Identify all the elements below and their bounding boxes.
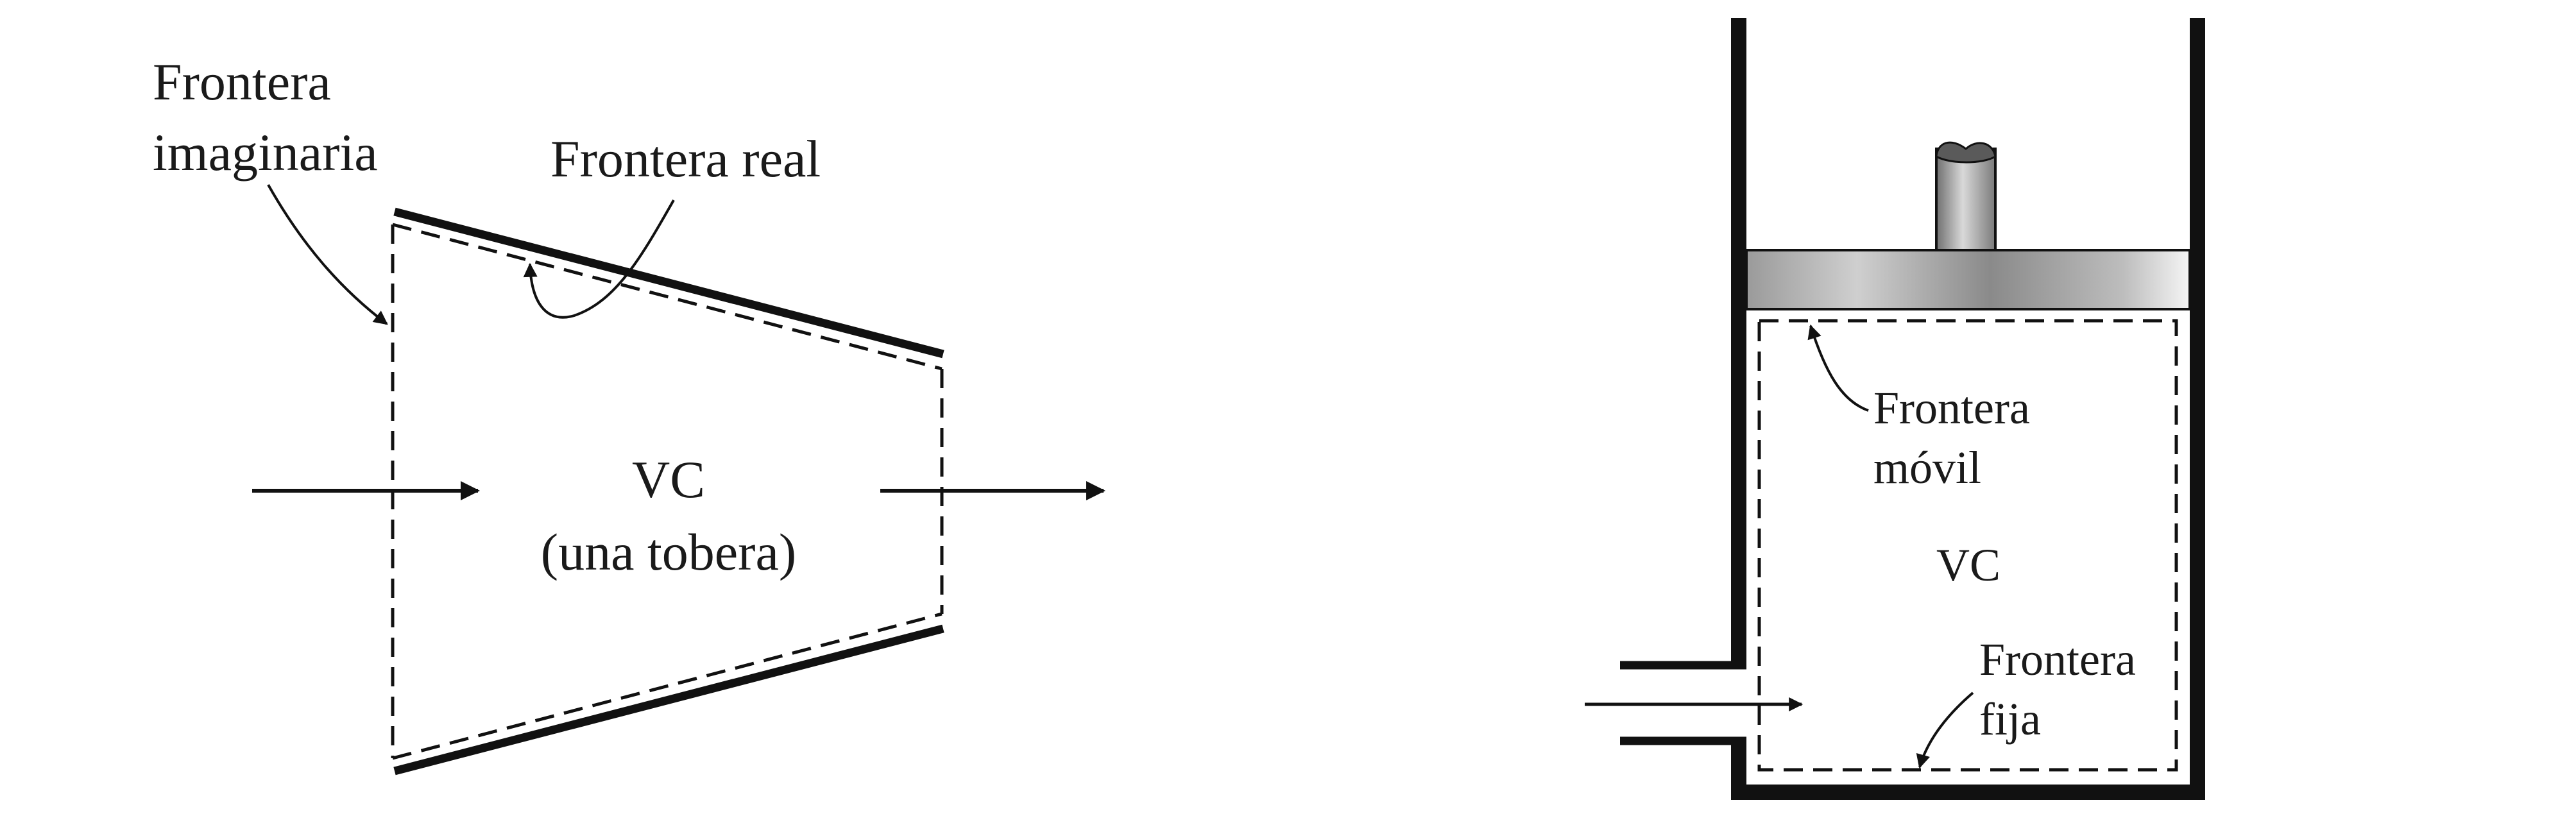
nozzle-top-wall: [393, 207, 944, 359]
nozzle-bottom-wall: [393, 624, 944, 776]
piston-vc-label: VC: [1936, 539, 2000, 591]
nozzle-diagram: Frontera imaginaria Frontera real VC (un…: [153, 53, 1105, 776]
imaginary-boundary-label-line2: imaginaria: [153, 123, 378, 182]
real-boundary-label: Frontera real: [550, 130, 821, 188]
moving-boundary-leader: [1807, 324, 1869, 412]
imaginary-boundary-leader: [267, 184, 388, 325]
imaginary-boundary-label-line1: Frontera: [153, 53, 331, 111]
piston-head: [1745, 249, 2191, 310]
moving-boundary-label-line1: Frontera: [1873, 382, 2030, 434]
fixed-boundary-label-line2: fija: [1979, 693, 2041, 745]
real-boundary-leader: [523, 199, 675, 319]
nozzle-vc-label: VC: [632, 450, 705, 509]
cylinder-wall: [1731, 18, 2205, 800]
fixed-boundary-label-line1: Frontera: [1979, 634, 2136, 685]
piston-rod: [1935, 148, 1997, 253]
piston-rod-end: [1935, 141, 1997, 164]
fixed-boundary-leader: [1916, 691, 1974, 769]
piston-control-volume-boundary: [1757, 319, 2178, 772]
nozzle-vc-sublabel: (una tobera): [541, 523, 796, 581]
moving-boundary-label-line2: móvil: [1873, 442, 1981, 493]
piston-cylinder-diagram: Frontera móvil VC Frontera fija: [1585, 18, 2205, 800]
